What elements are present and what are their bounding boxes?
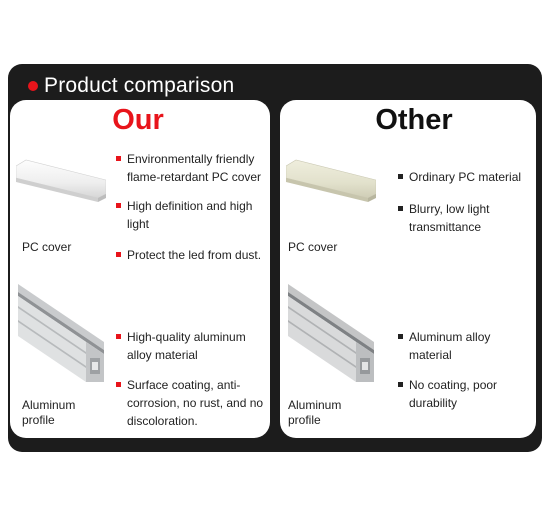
bullet-square-icon xyxy=(398,334,403,339)
bullet-square-icon xyxy=(116,382,121,387)
other-product-panel: Other PC cover Aluminum profile Ordinary… xyxy=(280,100,536,438)
bullet-square-icon xyxy=(116,203,121,208)
aluminum-profile-image xyxy=(288,284,374,382)
aluminum-profile-image xyxy=(18,284,104,382)
other-pc-cover-caption: PC cover xyxy=(288,240,338,254)
bullet-square-icon xyxy=(398,206,403,211)
pc-cover-image xyxy=(286,159,376,202)
pc-cover-image xyxy=(16,159,106,202)
our-panel-title: Our xyxy=(112,104,164,136)
our-bullet-1: Environmentally friendly flame-retardant… xyxy=(116,150,266,186)
our-profile-caption: Aluminum profile xyxy=(22,398,76,427)
our-product-panel: Our PC cover Aluminum profile Environmen… xyxy=(10,100,270,438)
section-title: Product comparison xyxy=(44,74,235,97)
our-pc-cover-caption: PC cover xyxy=(22,240,72,254)
bullet-square-icon xyxy=(116,252,121,257)
other-profile-caption: Aluminum profile xyxy=(288,398,342,427)
bullet-square-icon xyxy=(116,334,121,339)
other-bullet-3: Aluminum alloy material xyxy=(398,328,530,364)
other-bullet-2: Blurry, low light transmittance xyxy=(398,200,530,236)
other-bullet-4: No coating, poor durability xyxy=(398,376,530,412)
bullet-square-icon xyxy=(398,382,403,387)
other-panel-title: Other xyxy=(375,104,453,136)
our-bullet-4: High-quality aluminum alloy material xyxy=(116,328,266,364)
our-bullet-5: Surface coating, anti-corrosion, no rust… xyxy=(116,376,266,430)
our-bullet-2: High definition and high light xyxy=(116,197,266,233)
section-header: Product comparison xyxy=(28,72,234,100)
bullet-square-icon xyxy=(116,156,121,161)
red-dot-icon xyxy=(28,81,38,91)
bullet-square-icon xyxy=(398,174,403,179)
our-bullet-3: Protect the led from dust. xyxy=(116,246,266,264)
other-bullet-1: Ordinary PC material xyxy=(398,168,530,186)
